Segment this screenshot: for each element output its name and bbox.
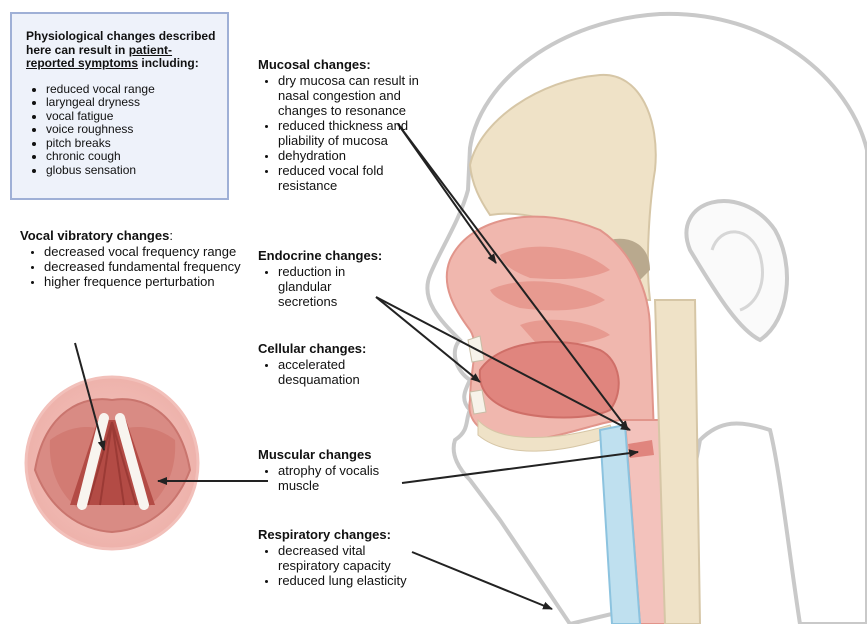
muscular-heading: Muscular changes — [258, 447, 438, 462]
symptom-info-box: Physiological changes described here can… — [10, 12, 229, 200]
symptom-item: reduced vocal range — [46, 83, 217, 97]
vocal-item: higher frequence perturbation — [44, 274, 250, 289]
respiratory-item: decreased vital respiratory capacity — [278, 543, 428, 573]
respiratory-item: reduced lung elasticity — [278, 573, 458, 588]
cellular-section: Cellular changes: accelerated desquamati… — [258, 341, 438, 387]
symptom-item: vocal fatigue — [46, 110, 217, 124]
symptom-item: pitch breaks — [46, 137, 217, 151]
endocrine-list: reduction in glandular secretions — [258, 264, 428, 309]
vocal-item: decreased fundamental frequency — [44, 259, 250, 274]
cellular-heading: Cellular changes: — [258, 341, 438, 356]
symptom-item: globus sensation — [46, 164, 217, 178]
mucosal-item: reduced vocal fold resistance — [278, 163, 438, 193]
symptom-item: voice roughness — [46, 123, 217, 137]
vocal-heading-colon: : — [169, 228, 173, 243]
symptom-item: laryngeal dryness — [46, 96, 217, 110]
endocrine-item: reduction in glandular secretions — [278, 264, 373, 309]
symptom-list: reduced vocal range laryngeal dryness vo… — [26, 83, 217, 178]
respiratory-heading: Respiratory changes: — [258, 527, 458, 542]
cellular-item: accelerated desquamation — [278, 357, 388, 387]
mucosal-item: dry mucosa can result in nasal congestio… — [278, 73, 438, 118]
symptom-intro-text: Physiological changes described here can… — [26, 29, 215, 57]
vocal-heading: Vocal vibratory changes — [20, 228, 169, 243]
vocal-item: decreased vocal frequency range — [44, 244, 250, 259]
vocal-heading-row: Vocal vibratory changes: — [20, 228, 250, 243]
mucosal-list: dry mucosa can result in nasal congestio… — [258, 73, 438, 193]
symptom-item: chronic cough — [46, 150, 217, 164]
vocal-folds-view — [26, 377, 198, 549]
mucosal-section: Mucosal changes: dry mucosa can result i… — [258, 57, 438, 193]
respiratory-list: decreased vital respiratory capacity red… — [258, 543, 458, 588]
endocrine-section: Endocrine changes: reduction in glandula… — [258, 248, 428, 309]
respiratory-section: Respiratory changes: decreased vital res… — [258, 527, 458, 588]
mucosal-heading: Mucosal changes: — [258, 57, 438, 72]
mucosal-item: dehydration — [278, 148, 438, 163]
symptom-intro: Physiological changes described here can… — [26, 30, 217, 71]
mucosal-item: reduced thickness and pliability of muco… — [278, 118, 438, 148]
muscular-list: atrophy of vocalis muscle — [258, 463, 438, 493]
cellular-list: accelerated desquamation — [258, 357, 438, 387]
endocrine-heading: Endocrine changes: — [258, 248, 428, 263]
vocal-vibratory-section: Vocal vibratory changes: decreased vocal… — [20, 228, 250, 289]
vocal-list: decreased vocal frequency range decrease… — [20, 244, 250, 289]
muscular-section: Muscular changes atrophy of vocalis musc… — [258, 447, 438, 493]
muscular-item: atrophy of vocalis muscle — [278, 463, 403, 493]
symptom-intro-end: including: — [138, 56, 199, 70]
